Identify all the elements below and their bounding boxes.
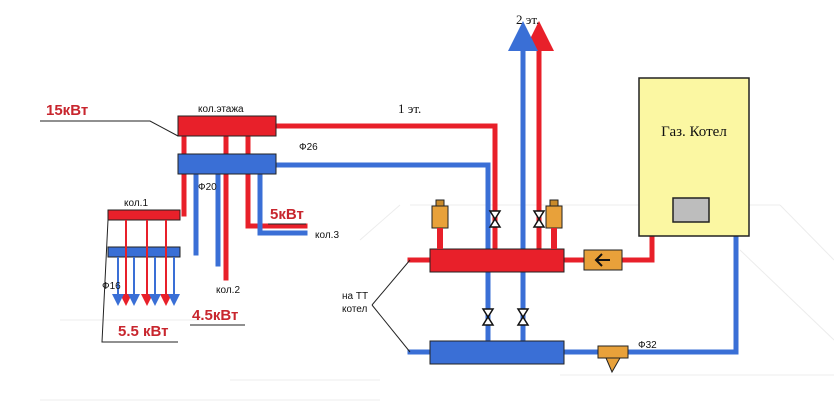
label-tt-line2: котел	[342, 304, 368, 315]
circulation-pump	[583, 249, 623, 271]
label-d26: Ф26	[299, 142, 318, 153]
power-col1: 5.5 кВт	[118, 323, 169, 340]
boiler-display	[672, 197, 710, 223]
label-tt-line1: на ТТ	[342, 291, 368, 302]
valve-supply-2fl	[532, 210, 546, 228]
floor-collector-return	[177, 153, 277, 175]
power-leader-lines	[40, 120, 179, 343]
supply-pipes	[181, 123, 655, 281]
label-col3: кол.3	[315, 230, 339, 241]
power-col3: 5кВт	[270, 206, 304, 223]
manifold-supply	[429, 248, 565, 273]
boiler-label: Газ. Котел	[661, 124, 727, 140]
valve-return-1fl	[481, 308, 495, 326]
label-floor-collector: кол.этажа	[198, 104, 244, 115]
label-d16: Ф16	[102, 281, 121, 292]
label-floor1: 1 эт.	[398, 101, 421, 116]
label-col1: кол.1	[124, 198, 148, 209]
air-vent-right	[545, 199, 563, 249]
tt-lead-lines	[371, 259, 411, 353]
valve-supply-1fl	[488, 210, 502, 228]
valve-return-2fl	[516, 308, 530, 326]
col1-return	[107, 246, 181, 258]
floor-collector-supply	[177, 115, 277, 137]
col1-loops	[112, 220, 180, 306]
col1-supply	[107, 209, 181, 221]
label-col2: кол.2	[216, 285, 240, 296]
power-main: 15кВт	[46, 102, 88, 119]
label-d20: Ф20	[198, 182, 217, 193]
label-d32: Ф32	[638, 340, 657, 351]
manifold-return	[429, 340, 565, 365]
return-filter	[597, 345, 629, 374]
label-floor2: 2 эт.	[516, 12, 539, 27]
air-vent-left	[431, 199, 449, 249]
power-col2: 4.5кВт	[192, 307, 238, 324]
